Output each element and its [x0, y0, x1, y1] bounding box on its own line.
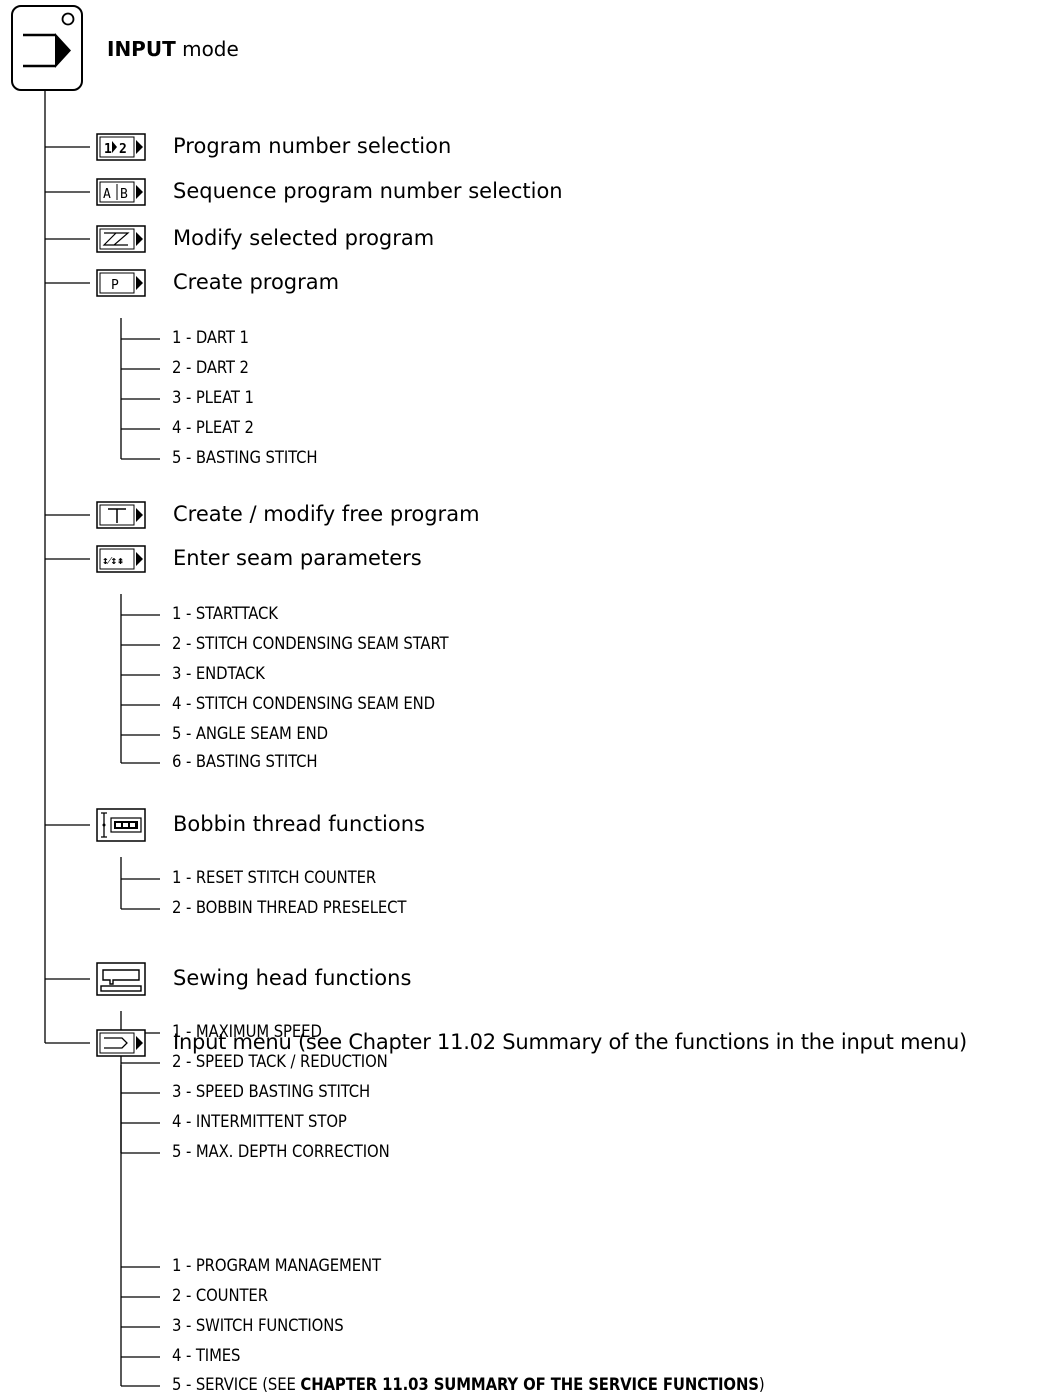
bobbin-thread-icon — [96, 808, 146, 842]
modify-program-icon — [96, 225, 146, 253]
input-mode-key-icon — [11, 5, 83, 91]
sub-item-basting-stitch: 5 - BASTING STITCH — [172, 448, 318, 467]
sub-item-dart-2: 2 - DART 2 — [172, 358, 249, 377]
sub-item-condensing-end: 4 - STITCH CONDENSING SEAM END — [172, 694, 436, 713]
sub-item-starttack: 1 - STARTTACK — [172, 604, 278, 623]
create-program-icon: P — [96, 269, 146, 297]
program-number-icon: 1 2 — [96, 133, 146, 161]
sub-item-endtack: 3 - ENDTACK — [172, 664, 265, 683]
sub-item-switch-functions: 3 - SWITCH FUNCTIONS — [172, 1316, 344, 1335]
sub-item-times: 4 - TIMES — [172, 1346, 241, 1365]
sub-item-pleat-1: 3 - PLEAT 1 — [172, 388, 254, 407]
svg-text:↕⁄↕⇞: ↕⁄↕⇞ — [102, 554, 124, 567]
free-program-icon — [96, 501, 146, 529]
item-create-modify-free-program: Create / modify free program — [173, 502, 480, 526]
sub-item-intermittent-stop: 4 - INTERMITTENT STOP — [172, 1112, 347, 1131]
item-input-menu: Input menu (see Chapter 11.02 Summary of… — [173, 1030, 968, 1054]
svg-text:B: B — [120, 187, 128, 202]
seam-parameters-icon: ↕⁄↕⇞ — [96, 545, 146, 573]
item-sequence-program-selection: Sequence program number selection — [173, 179, 563, 203]
svg-text:1: 1 — [104, 142, 112, 157]
sub-item-speed-tack: 2 - SPEED TACK / REDUCTION — [172, 1052, 388, 1071]
mode-title: INPUT mode — [107, 37, 239, 61]
svg-text:A: A — [103, 187, 111, 202]
sub-item-condensing-start: 2 - STITCH CONDENSING SEAM START — [172, 634, 449, 653]
item-create-program: Create program — [173, 270, 340, 294]
item-modify-selected-program: Modify selected program — [173, 226, 435, 250]
sequence-program-icon: A B — [96, 178, 146, 206]
sub-item-service: 5 - SERVICE (SEE CHAPTER 11.03 SUMMARY O… — [172, 1375, 765, 1394]
item-bobbin-thread-functions: Bobbin thread functions — [173, 812, 425, 836]
item-enter-seam-parameters: Enter seam parameters — [173, 546, 422, 570]
sub-item-basting-stitch-seam: 6 - BASTING STITCH — [172, 752, 318, 771]
item-program-number-selection: Program number selection — [173, 134, 452, 158]
svg-text:2: 2 — [119, 142, 127, 157]
sub-item-angle-seam-end: 5 - ANGLE SEAM END — [172, 724, 328, 743]
sub-item-speed-basting: 3 - SPEED BASTING STITCH — [172, 1082, 371, 1101]
svg-text:P: P — [111, 278, 119, 293]
input-menu-icon — [96, 1029, 146, 1057]
sub-item-pleat-2: 4 - PLEAT 2 — [172, 418, 254, 437]
sub-item-bobbin-preselect: 2 - BOBBIN THREAD PRESELECT — [172, 898, 407, 917]
sewing-head-icon — [96, 962, 146, 996]
sub-item-dart-1: 1 - DART 1 — [172, 328, 249, 347]
sub-item-max-depth-correction: 5 - MAX. DEPTH CORRECTION — [172, 1142, 390, 1161]
sub-item-reset-stitch-counter: 1 - RESET STITCH COUNTER — [172, 868, 377, 887]
item-sewing-head-functions: Sewing head functions — [173, 966, 412, 990]
sub-item-counter: 2 - COUNTER — [172, 1286, 268, 1305]
sub-item-program-management: 1 - PROGRAM MANAGEMENT — [172, 1256, 381, 1275]
sub-item-maximum-speed: 1 - MAXIMUM SPEED — [172, 1022, 322, 1041]
